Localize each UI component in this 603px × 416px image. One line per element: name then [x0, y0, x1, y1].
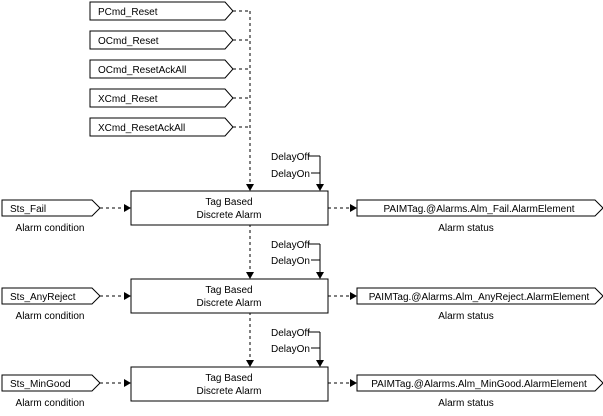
reset-input-label: OCmd_Reset: [98, 36, 159, 47]
alarm-output-tag: PAIMTag.@Alarms.Alm_Fail.AlarmElement: [356, 199, 603, 217]
alarm-row-mingood: Sts_MinGood Alarm condition Tag Based Di…: [1, 328, 603, 409]
alarm-block-subtitle: Discrete Alarm: [196, 210, 261, 221]
alarm-output-caption: Alarm status: [438, 223, 494, 234]
alarm-input-tag: Sts_MinGood: [1, 374, 101, 392]
tag-based-discrete-alarm-block: Tag Based Discrete Alarm: [130, 366, 329, 402]
alarm-output-tag: PAIMTag.@Alarms.Alm_AnyReject.AlarmEleme…: [356, 287, 603, 305]
reset-input-ocmd-resetackall: OCmd_ResetAckAll: [89, 59, 234, 79]
tag-based-discrete-alarm-block: Tag Based Discrete Alarm: [130, 278, 329, 314]
alarm-block-title: Tag Based: [205, 197, 252, 208]
alarm-input-tag: Sts_Fail: [1, 199, 101, 217]
alarm-input-caption: Alarm condition: [16, 223, 85, 234]
reset-input-label: XCmd_Reset: [98, 94, 158, 105]
alarm-input-label: Sts_AnyReject: [10, 292, 76, 303]
delay-off-label: DelayOff: [271, 328, 310, 339]
reset-input-ocmd-reset: OCmd_Reset: [89, 30, 234, 50]
alarm-block-subtitle: Discrete Alarm: [196, 298, 261, 309]
alarm-output-label: PAIMTag.@Alarms.Alm_MinGood.AlarmElement: [371, 379, 587, 390]
alarm-block-subtitle: Discrete Alarm: [196, 386, 261, 397]
alarm-output-caption: Alarm status: [438, 398, 494, 409]
reset-bus: [233, 10, 254, 367]
reset-input-xcmd-reset: XCmd_Reset: [89, 88, 234, 108]
alarm-output-caption: Alarm status: [438, 311, 494, 322]
alarm-input-tag: Sts_AnyReject: [1, 287, 101, 305]
alarm-input-caption: Alarm condition: [16, 311, 85, 322]
alarm-input-label: Sts_MinGood: [10, 379, 71, 390]
alarm-output-label: PAIMTag.@Alarms.Alm_AnyReject.AlarmEleme…: [369, 292, 590, 303]
alarm-row-fail: Sts_Fail Alarm condition Tag Based Discr…: [1, 152, 603, 234]
alarm-output-label: PAIMTag.@Alarms.Alm_Fail.AlarmElement: [383, 204, 574, 215]
alarm-input-label: Sts_Fail: [10, 204, 46, 215]
delay-off-label: DelayOff: [271, 240, 310, 251]
alarm-output-tag: PAIMTag.@Alarms.Alm_MinGood.AlarmElement: [356, 374, 603, 392]
reset-input-pcmd-reset: PCmd_Reset: [89, 1, 234, 21]
reset-input-xcmd-resetackall: XCmd_ResetAckAll: [89, 117, 234, 137]
delay-on-label: DelayOn: [271, 344, 310, 355]
reset-input-label: PCmd_Reset: [98, 7, 158, 18]
alarm-block-title: Tag Based: [205, 373, 252, 384]
delay-on-label: DelayOn: [271, 256, 310, 267]
alarm-input-caption: Alarm condition: [16, 398, 85, 409]
reset-input-label: XCmd_ResetAckAll: [98, 123, 185, 134]
tag-based-discrete-alarm-block: Tag Based Discrete Alarm: [130, 190, 329, 226]
alarm-block-title: Tag Based: [205, 285, 252, 296]
alarm-row-anyreject: Sts_AnyReject Alarm condition Tag Based …: [1, 240, 603, 322]
reset-input-label: OCmd_ResetAckAll: [98, 65, 186, 76]
delay-off-label: DelayOff: [271, 152, 310, 163]
delay-on-label: DelayOn: [271, 169, 310, 180]
